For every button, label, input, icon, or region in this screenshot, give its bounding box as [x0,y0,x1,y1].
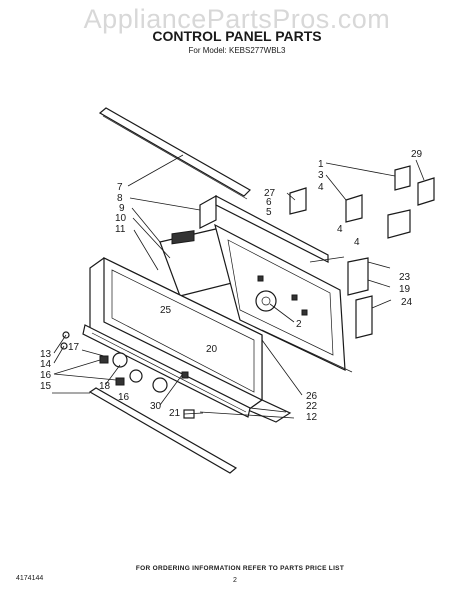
top-trim-strip [98,107,251,200]
callout-3: 3 [318,170,324,181]
lower-panel [82,324,251,418]
callout-13: 13 [40,349,52,360]
callout-8: 8 [117,193,123,204]
callout-1: 1 [318,159,324,170]
callout-6: 6 [266,197,272,208]
document-number: 4174144 [16,575,44,582]
switches [289,165,435,223]
callout-4-low: 4 [354,237,360,248]
callout-16-left: 16 [40,370,52,381]
watermark: AppliancePartsPros.com [83,4,391,34]
callout-7: 7 [117,182,123,193]
callout-21: 21 [169,408,181,419]
callout-19: 19 [399,284,411,295]
page-title: CONTROL PANEL PARTS [152,28,322,44]
knob-set [60,331,143,386]
callout-9: 9 [119,203,125,214]
callout-27: 27 [264,188,276,199]
callout-10: 10 [115,213,127,224]
callout-4-mid: 4 [337,224,343,235]
callout-30: 30 [150,401,162,412]
callout-16-right: 16 [118,392,130,403]
bottom-trim-strip [88,387,238,474]
callout-15: 15 [40,381,52,392]
callout-17: 17 [68,342,80,353]
callout-12: 12 [306,412,318,423]
rod-26 [261,329,353,373]
callout-14: 14 [40,359,52,370]
ordering-note: FOR ORDERING INFORMATION REFER TO PARTS … [135,565,345,572]
model-label: For Model: KEBS277WBL3 [188,46,286,55]
side-brackets [347,209,411,339]
callout-22: 22 [306,401,318,412]
callout-2: 2 [296,319,302,330]
control-panel-plate [214,223,346,371]
knob-30 [152,371,189,393]
callout-20: 20 [206,344,218,355]
callout-numbers: 7 8 9 10 11 1 3 4 29 27 6 5 4 4 23 19 24… [40,149,423,423]
callout-4-top: 4 [318,182,324,193]
leader-lines [52,154,425,419]
callout-24: 24 [401,297,413,308]
page-number: 2 [233,577,237,584]
callout-29: 29 [411,149,423,160]
callout-11: 11 [115,224,126,235]
callout-23: 23 [399,272,411,283]
callout-26: 26 [306,391,318,402]
callout-5: 5 [266,207,272,218]
callout-18: 18 [99,381,111,392]
callout-25: 25 [160,305,172,316]
bracket [199,194,329,263]
